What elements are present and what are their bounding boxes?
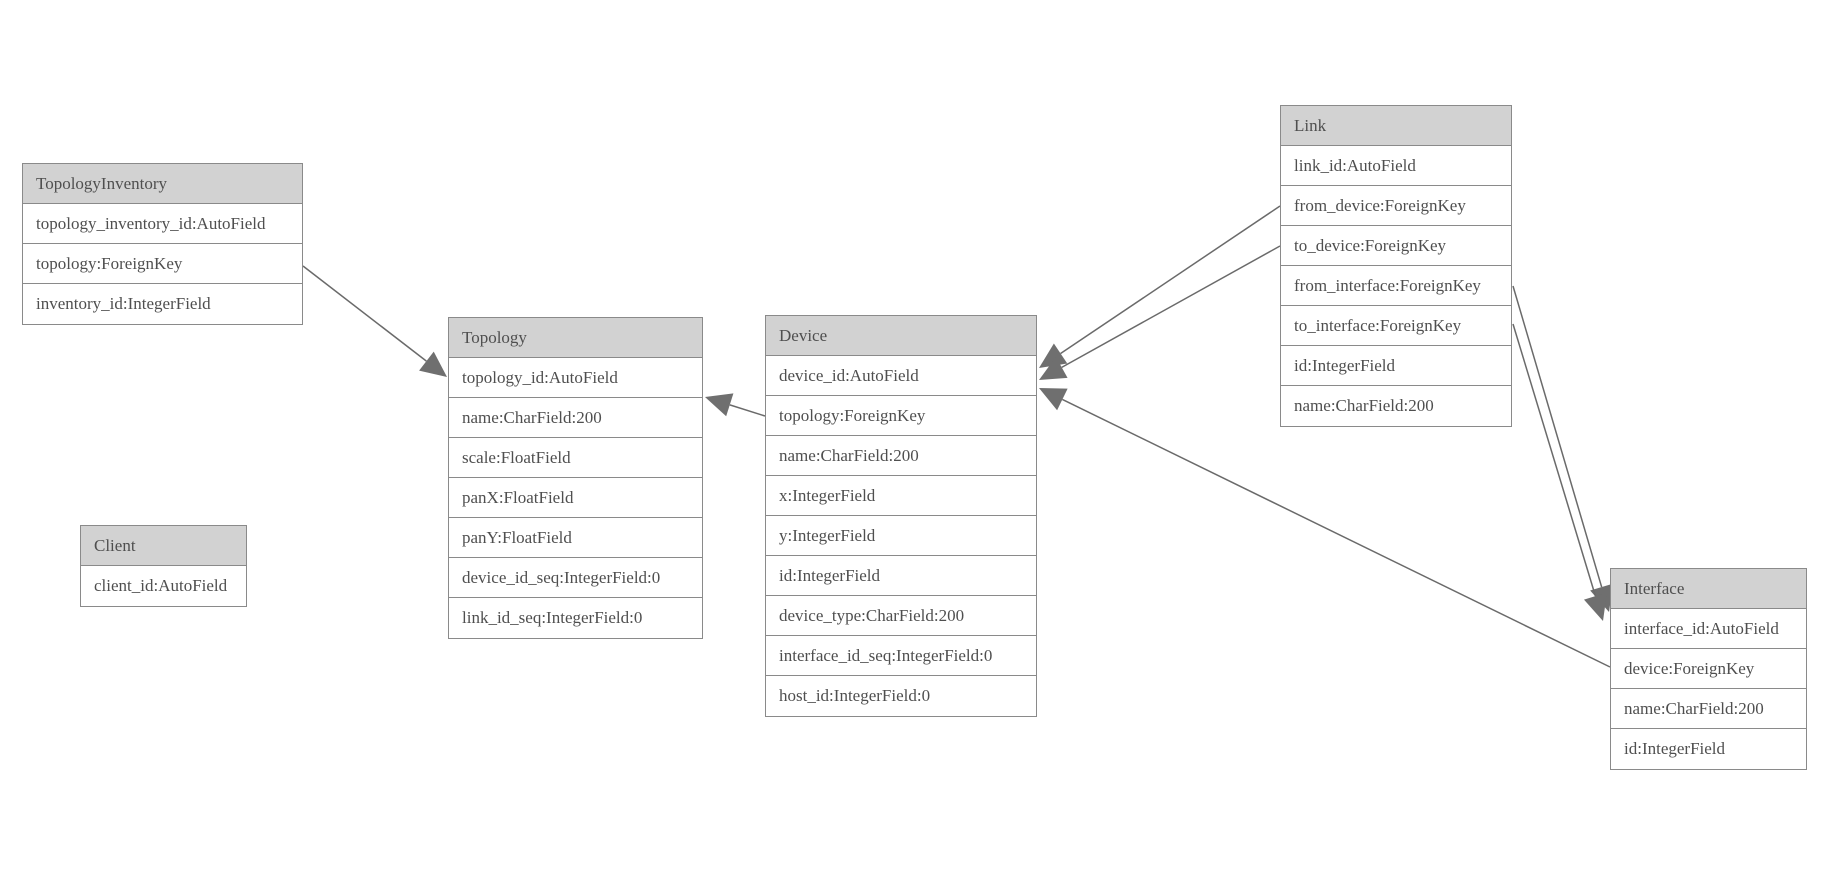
entity-field: device_id:AutoField: [766, 356, 1036, 396]
entity-field: id:IntegerField: [766, 556, 1036, 596]
relation-line-link.to_device-to-device: [1061, 245, 1281, 369]
entity-field: from_interface:ForeignKey: [1281, 266, 1511, 306]
entity-title-topology: Topology: [449, 318, 702, 358]
entity-field: topology_id:AutoField: [449, 358, 702, 398]
entity-field: link_id:AutoField: [1281, 146, 1511, 186]
relation-line-link.from_interface-to-interface: [1512, 285, 1603, 588]
entity-field: client_id:AutoField: [81, 566, 246, 606]
entity-field: name:CharField:200: [766, 436, 1036, 476]
relation-arrowhead-topology-inventory.topology-to-topology: [419, 351, 447, 377]
entity-field: name:CharField:200: [1281, 386, 1511, 426]
entity-field: device_type:CharField:200: [766, 596, 1036, 636]
entity-field: device_id_seq:IntegerField:0: [449, 558, 702, 598]
entity-field: id:IntegerField: [1611, 729, 1806, 769]
entity-field: interface_id_seq:IntegerField:0: [766, 636, 1036, 676]
entity-field: interface_id:AutoField: [1611, 609, 1806, 649]
relation-line-device.topology-to-topology: [729, 404, 766, 417]
relation-line-link.from_device-to-device: [1060, 205, 1281, 355]
entity-field: scale:FloatField: [449, 438, 702, 478]
entity-field: inventory_id:IntegerField: [23, 284, 302, 324]
entity-title-topology-inventory: TopologyInventory: [23, 164, 302, 204]
entity-field: panX:FloatField: [449, 478, 702, 518]
entity-field: id:IntegerField: [1281, 346, 1511, 386]
entity-field: to_interface:ForeignKey: [1281, 306, 1511, 346]
relation-line-link.to_interface-to-interface: [1512, 323, 1597, 597]
entity-field: device:ForeignKey: [1611, 649, 1806, 689]
relation-arrowhead-interface.device-to-device: [1039, 388, 1068, 411]
entity-field: y:IntegerField: [766, 516, 1036, 556]
entity-title-link: Link: [1281, 106, 1511, 146]
relation-line-topology-inventory.topology-to-topology: [302, 265, 427, 362]
entity-field: x:IntegerField: [766, 476, 1036, 516]
relation-arrowhead-device.topology-to-topology: [705, 393, 734, 417]
entity-field: to_device:ForeignKey: [1281, 226, 1511, 266]
entity-title-interface: Interface: [1611, 569, 1806, 609]
relation-arrowhead-link.to_interface-to-interface: [1583, 592, 1607, 621]
entity-field: topology_inventory_id:AutoField: [23, 204, 302, 244]
entity-field: host_id:IntegerField:0: [766, 676, 1036, 716]
entity-field: topology:ForeignKey: [766, 396, 1036, 436]
relation-line-interface.device-to-device: [1062, 398, 1611, 668]
entity-field: link_id_seq:IntegerField:0: [449, 598, 702, 638]
entity-field: from_device:ForeignKey: [1281, 186, 1511, 226]
entity-title-device: Device: [766, 316, 1036, 356]
entity-field: topology:ForeignKey: [23, 244, 302, 284]
entity-field: panY:FloatField: [449, 518, 702, 558]
relation-arrowhead-link.from_device-to-device: [1039, 343, 1068, 368]
entity-field: name:CharField:200: [1611, 689, 1806, 729]
entity-field: name:CharField:200: [449, 398, 702, 438]
relation-arrowhead-link.to_device-to-device: [1039, 356, 1068, 380]
entity-title-client: Client: [81, 526, 246, 566]
